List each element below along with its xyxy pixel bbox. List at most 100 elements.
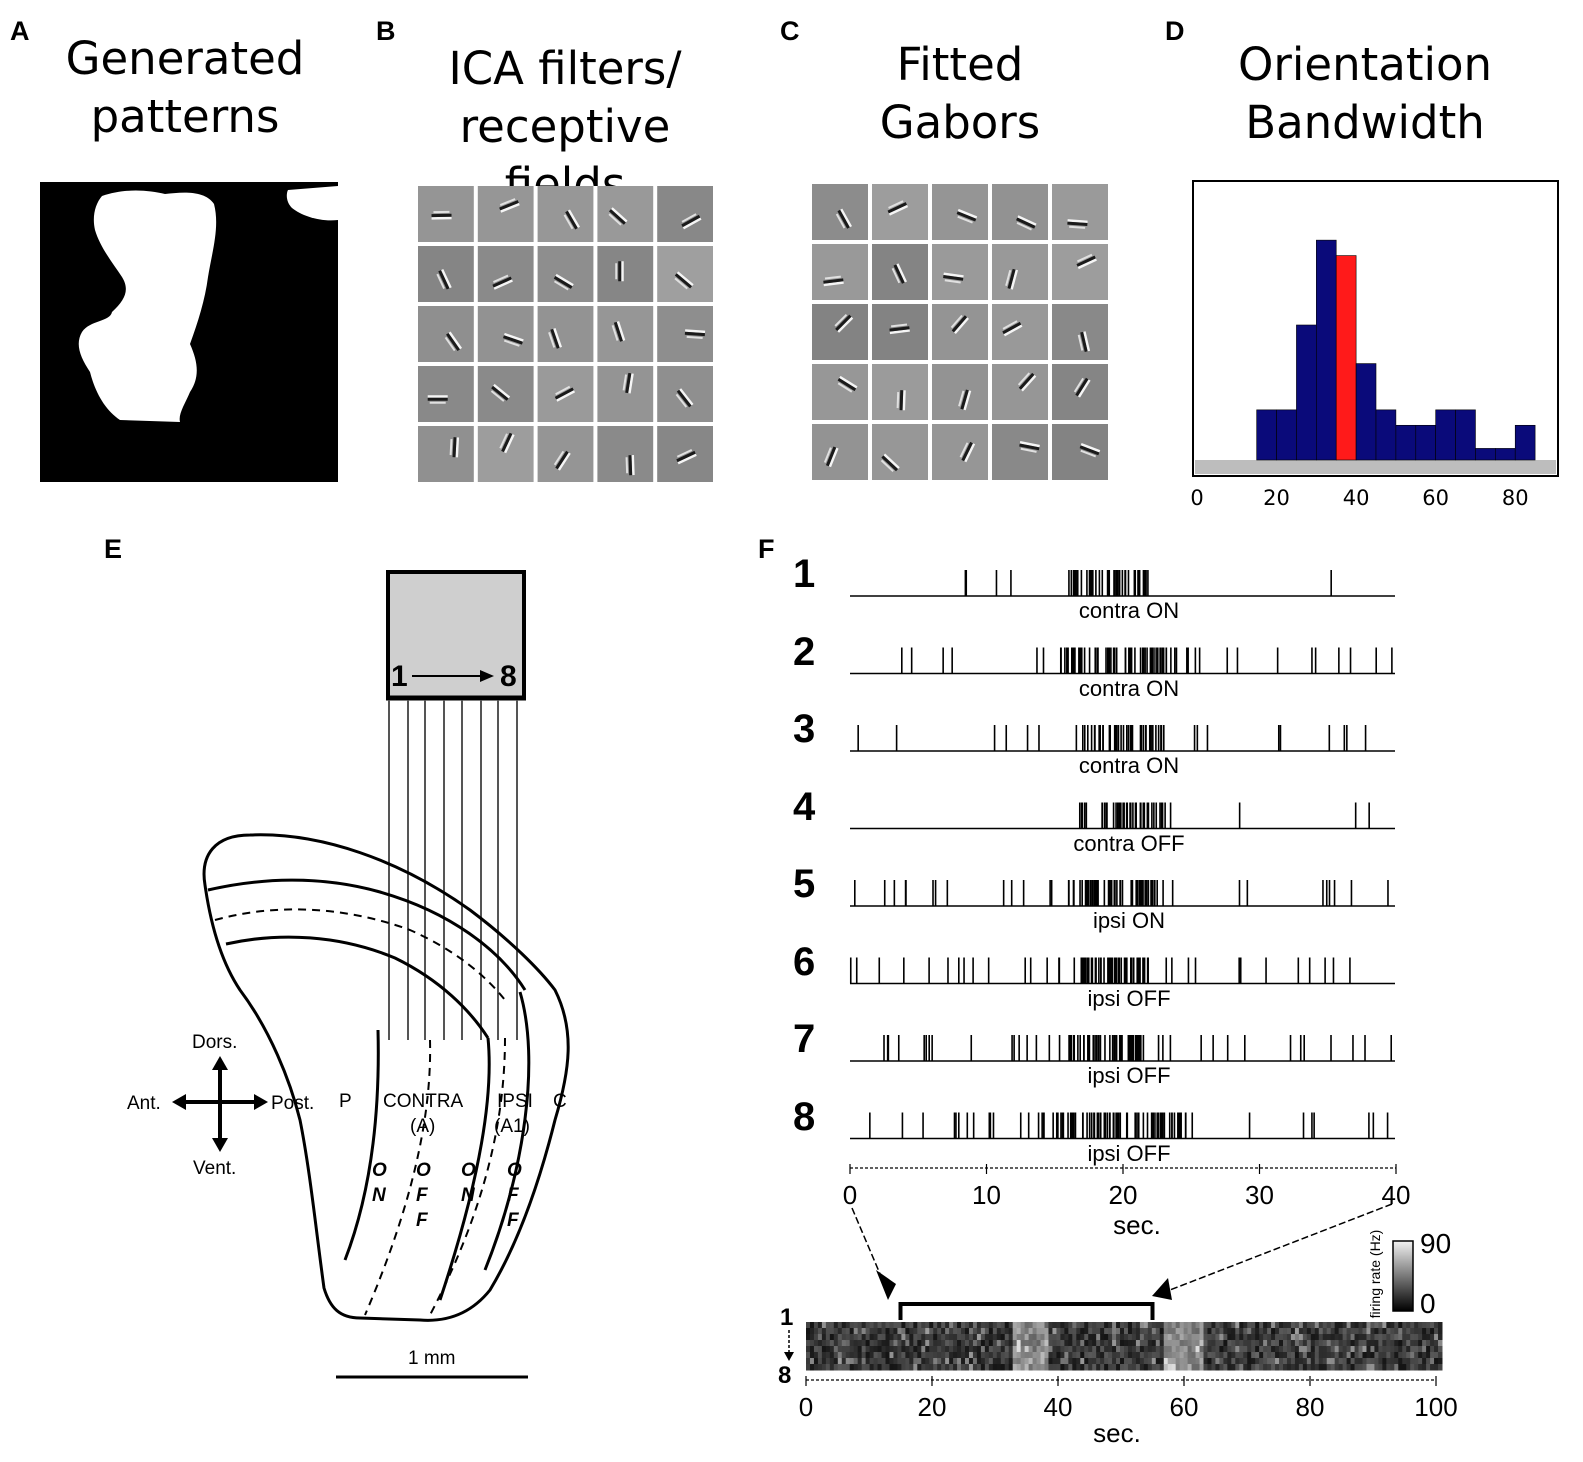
heatmap-cell — [1354, 1328, 1360, 1335]
heatmap-cell — [929, 1352, 934, 1359]
heatmap-cell — [1151, 1364, 1157, 1371]
heatmap-cell — [1108, 1322, 1113, 1329]
gabor-filter-cell — [1052, 364, 1108, 420]
electrode-end-label: 8 — [500, 660, 517, 693]
heatmap-cell — [1060, 1364, 1065, 1371]
panel-label-f: F — [758, 534, 775, 564]
ica-filter-cell — [657, 366, 713, 422]
trace-label: ipsi OFF — [1087, 1063, 1171, 1088]
heatmap-cell — [1434, 1340, 1439, 1347]
heatmap-cell — [1116, 1334, 1121, 1341]
trace-label: contra OFF — [1073, 830, 1185, 856]
heatmap-cell — [901, 1346, 906, 1353]
heatmap-cell — [1231, 1364, 1236, 1371]
heatmap-cell — [806, 1352, 811, 1359]
heatmap-cell — [1159, 1346, 1165, 1353]
heatmap-cell — [1100, 1322, 1105, 1329]
heatmap-cell — [1191, 1358, 1197, 1365]
heatmap-cell — [1028, 1322, 1034, 1329]
heatmap-cell — [1024, 1346, 1030, 1353]
heatmap-cell — [1048, 1352, 1053, 1359]
heatmap-cell — [1259, 1322, 1264, 1329]
heatmap-cell — [885, 1322, 890, 1329]
heatmap-cell — [1064, 1346, 1069, 1353]
heatmap-cell — [813, 1346, 819, 1353]
heatmap-cell — [1084, 1328, 1089, 1335]
heatmap-cell — [1024, 1328, 1030, 1335]
heatmap-cell — [909, 1328, 914, 1335]
heatmap-cell — [885, 1364, 890, 1371]
heatmap-cell — [992, 1358, 998, 1365]
heatmap-cell — [953, 1334, 958, 1341]
heatmap-cell — [837, 1334, 843, 1341]
heatmap-cell — [921, 1364, 926, 1371]
layer-c-label: C — [553, 1091, 567, 1112]
layer-contra-label: CONTRA — [383, 1091, 464, 1112]
heatmap-cell — [1247, 1352, 1252, 1359]
heatmap-cell — [1398, 1328, 1403, 1335]
gabor-filter-cell — [932, 304, 988, 360]
heatmap-cell — [1322, 1352, 1328, 1359]
heatmap-cell — [929, 1334, 934, 1341]
heatmap-cell — [1318, 1322, 1324, 1329]
heatmap-cell — [1008, 1346, 1014, 1353]
heatmap-cell — [968, 1340, 974, 1347]
heatmap-cell — [1390, 1328, 1395, 1335]
heatmap-cell — [1438, 1322, 1443, 1329]
gabor-filter-cell — [1052, 244, 1108, 300]
heatmap-cell — [1219, 1340, 1224, 1347]
heatmap-cell — [992, 1322, 998, 1329]
heatmap-cell — [809, 1346, 815, 1353]
heatmap-cell — [1056, 1340, 1061, 1347]
heatmap-cell — [889, 1352, 894, 1359]
heatmap-cell — [968, 1346, 974, 1353]
heatmap-cell — [1243, 1346, 1248, 1353]
heatmap-cell — [1243, 1358, 1248, 1365]
heatmap-cell — [965, 1334, 970, 1341]
heatmap-cell — [853, 1322, 859, 1329]
heatmap-cell — [806, 1346, 811, 1353]
heatmap-cell — [1127, 1358, 1133, 1365]
heatmap-cell — [881, 1358, 886, 1365]
heatmap-cell — [921, 1322, 926, 1329]
heatmap-cell — [1422, 1334, 1427, 1341]
heatmap-cell — [1275, 1322, 1280, 1329]
heatmap-cell — [1271, 1346, 1276, 1353]
trace-label: contra ON — [1078, 675, 1180, 701]
heatmap-cell — [1187, 1364, 1193, 1371]
heatmap-cell — [1008, 1358, 1014, 1365]
heatmap-cell — [988, 1352, 994, 1359]
heatmap-cell — [941, 1364, 946, 1371]
heatmap-cell — [1438, 1340, 1443, 1347]
heatmap-cell — [1084, 1322, 1089, 1329]
heatmap-cell — [1358, 1358, 1363, 1365]
heatmap-cell — [853, 1328, 859, 1335]
heatmap-cell — [1187, 1322, 1193, 1329]
heatmap-cell — [1195, 1346, 1201, 1353]
heatmap-cell — [1175, 1364, 1181, 1371]
heatmap-cell — [1080, 1340, 1085, 1347]
heatmap-cell — [996, 1334, 1002, 1341]
heatmap-cell — [1108, 1346, 1113, 1353]
heatmap-cell — [841, 1358, 847, 1365]
heatmap-cell — [1143, 1352, 1149, 1359]
heatmap-cell — [857, 1322, 863, 1329]
heatmap-cell — [1358, 1352, 1363, 1359]
heatmap-cell — [861, 1364, 867, 1371]
heatmap-cell — [1000, 1340, 1006, 1347]
heatmap-cell — [829, 1328, 835, 1335]
panel-label-b: B — [376, 16, 396, 46]
heatmap-cell — [909, 1346, 914, 1353]
heatmap-cell — [1259, 1358, 1264, 1365]
heatmap-cell — [1127, 1352, 1133, 1359]
heatmap-cell — [1151, 1340, 1157, 1347]
heatmap-cell — [869, 1328, 875, 1335]
heatmap-cell — [1127, 1322, 1133, 1329]
heatmap-cell — [1330, 1322, 1336, 1329]
heatmap-cell — [905, 1322, 910, 1329]
heatmap-cell — [897, 1358, 902, 1365]
heatmap-cell — [1004, 1322, 1010, 1329]
heatmap-cell — [1167, 1358, 1173, 1365]
heatmap-cell — [996, 1328, 1002, 1335]
heatmap-cell — [877, 1328, 883, 1335]
